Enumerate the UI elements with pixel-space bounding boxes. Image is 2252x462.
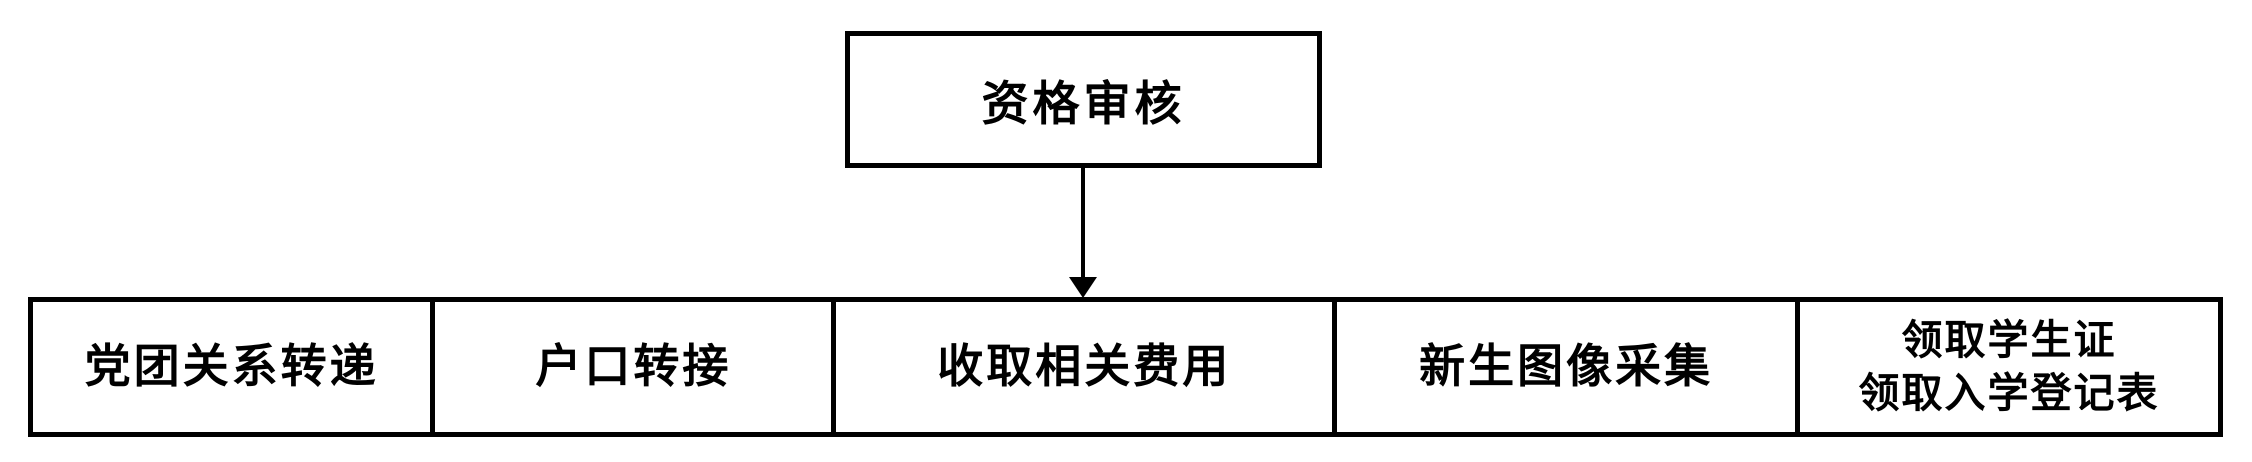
receive-student-id-label: 领取学生证 领取入学登记表 <box>1858 316 2160 416</box>
flowchart-node-party-league-transfer: 党团关系转递 <box>33 302 436 432</box>
flowchart-node-collect-fees: 收取相关费用 <box>836 302 1338 432</box>
flowchart-node-student-image-capture: 新生图像采集 <box>1337 302 1800 432</box>
flowchart-node-receive-student-id-and-registration-form: 领取学生证 领取入学登记表 <box>1800 302 2218 432</box>
connector-line <box>1081 168 1085 280</box>
flowchart-node-qualification-review: 资格审核 <box>845 31 1322 168</box>
flowchart-node-household-registration-transfer: 户口转接 <box>435 302 837 432</box>
party-league-transfer-label: 党团关系转递 <box>84 340 379 393</box>
arrow-down-icon <box>1069 277 1097 298</box>
qualification-review-label: 资格审核 <box>981 77 1186 130</box>
household-registration-transfer-label: 户口转接 <box>535 340 732 393</box>
student-image-capture-label: 新生图像采集 <box>1419 340 1714 393</box>
flowchart-step-row: 党团关系转递 户口转接 收取相关费用 新生图像采集 领取学生证 领取入学登记表 <box>28 297 2223 437</box>
collect-fees-label: 收取相关费用 <box>937 340 1232 393</box>
